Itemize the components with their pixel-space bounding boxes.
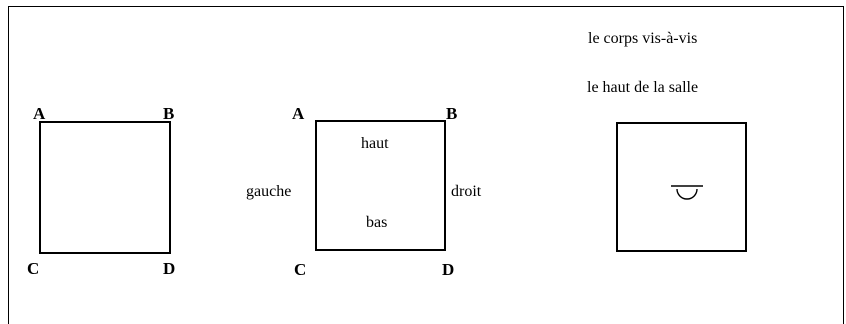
corner-label-b: B xyxy=(446,104,458,123)
corner-label-d: D xyxy=(163,259,176,278)
figure-frame xyxy=(8,6,844,324)
corner-label-a: A xyxy=(292,104,305,123)
side-label-right: droit xyxy=(451,183,482,200)
square-abcd xyxy=(39,121,171,254)
square-room xyxy=(616,122,747,252)
half-circle-symbol-icon xyxy=(671,185,703,200)
square-oriented xyxy=(315,120,446,251)
corner-label-d: D xyxy=(442,260,455,279)
side-label-left: gauche xyxy=(246,183,292,200)
caption-line-1: le corps vis-à-vis xyxy=(588,30,698,47)
side-label-top: haut xyxy=(361,135,389,152)
corner-label-b: B xyxy=(163,104,175,123)
corner-label-c: C xyxy=(27,259,40,278)
caption-line-2: le haut de la salle xyxy=(587,79,699,96)
corner-label-a: A xyxy=(33,104,46,123)
side-label-bottom: bas xyxy=(366,214,388,231)
corner-label-c: C xyxy=(294,260,307,279)
